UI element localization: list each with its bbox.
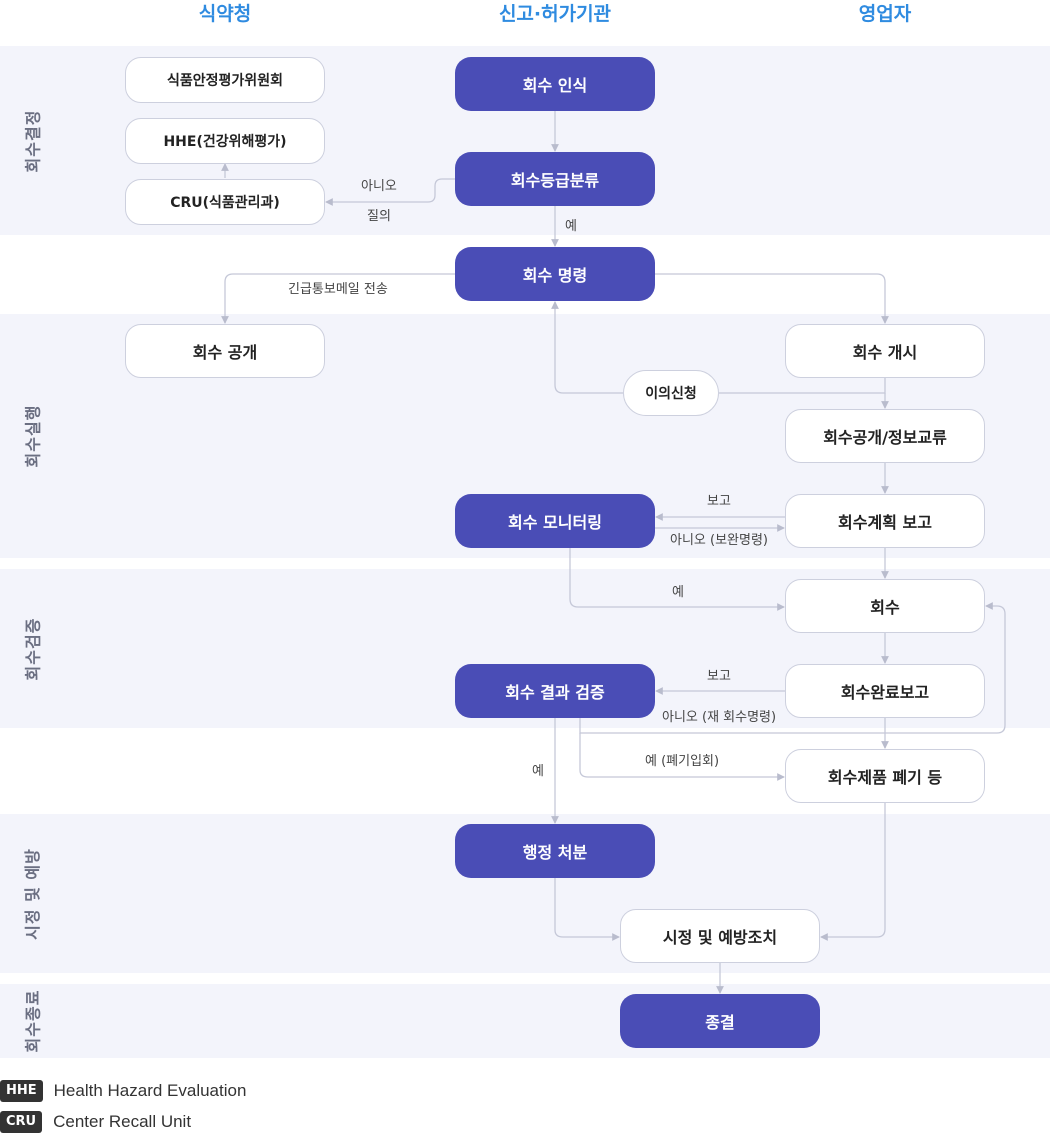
column-header-mfds: 식약청 — [198, 3, 252, 25]
edge-admin-to-correction — [554, 878, 620, 941]
edge-verification-reorder — [579, 602, 1006, 734]
node-result-verification: 회수 결과 검증 — [455, 664, 655, 718]
legend-badge-hhe: HHE — [0, 1080, 43, 1102]
node-recall-public: 회수 공개 — [125, 324, 325, 378]
edge-grading-to-cru — [325, 178, 455, 206]
edge-verification-to-disposal — [579, 733, 785, 781]
node-public-info-exchange: 회수공개/정보교류 — [785, 409, 985, 463]
node-product-disposal: 회수제품 폐기 등 — [785, 749, 985, 803]
node-recall-order: 회수 명령 — [455, 247, 655, 301]
edge-disposal-to-correction — [820, 803, 886, 941]
edge-label-inquiry: 질의 — [367, 209, 391, 224]
node-admin-action: 행정 처분 — [455, 824, 655, 878]
node-food-eval-committee: 식품안정평가위원회 — [125, 57, 325, 103]
column-header-agency: 신고·허가기관 — [498, 3, 612, 25]
edge-label-report-plan: 보고 — [707, 494, 731, 509]
legend-item-cru: CRU Center Recall Unit — [0, 1109, 191, 1135]
edge-label-no-reorder: 아니오 (재 회수명령) — [662, 710, 777, 725]
edge-order-to-public — [221, 273, 455, 324]
legend-text-cru: Center Recall Unit — [53, 1112, 192, 1131]
node-correction-prevention: 시정 및 예방조치 — [620, 909, 820, 963]
edge-label-emergency-mail: 긴급통보메일 전송 — [288, 282, 388, 297]
node-recall-start: 회수 개시 — [785, 324, 985, 378]
edge-label-report-completion: 보고 — [707, 669, 731, 684]
node-recall-monitoring: 회수 모니터링 — [455, 494, 655, 548]
edge-label-yes-admin: 예 — [532, 764, 544, 779]
edge-label-yes-disposal: 예 (폐기입회) — [645, 754, 720, 769]
node-cru: CRU(식품관리과) — [125, 179, 325, 225]
edge-label-no-supplement: 아니오 (보완명령) — [670, 533, 768, 548]
column-header-operator: 영업자 — [858, 3, 912, 25]
edge-label-yes-monitor: 예 — [672, 585, 684, 600]
legend-item-hhe: HHE Health Hazard Evaluation — [0, 1078, 246, 1104]
node-recall-recognition: 회수 인식 — [455, 57, 655, 111]
node-hhe: HHE(건강위해평가) — [125, 118, 325, 164]
edge-objection-to-order — [551, 301, 623, 394]
node-recall: 회수 — [785, 579, 985, 633]
edge-order-to-start — [655, 273, 889, 324]
node-recall-grading: 회수등급분류 — [455, 152, 655, 206]
legend-badge-cru: CRU — [0, 1111, 43, 1133]
edge-monitoring-to-recall — [569, 548, 785, 611]
node-objection: 이의신청 — [623, 370, 719, 416]
edge-label-yes-grading: 예 — [565, 219, 577, 234]
node-completion-report: 회수완료보고 — [785, 664, 985, 718]
band-closure — [0, 984, 1050, 1058]
edge-start-to-objection — [719, 378, 886, 394]
node-recall-plan-report: 회수계획 보고 — [785, 494, 985, 548]
node-end: 종결 — [620, 994, 820, 1048]
legend-text-hhe: Health Hazard Evaluation — [53, 1081, 247, 1100]
edge-label-no: 아니오 — [361, 179, 397, 194]
